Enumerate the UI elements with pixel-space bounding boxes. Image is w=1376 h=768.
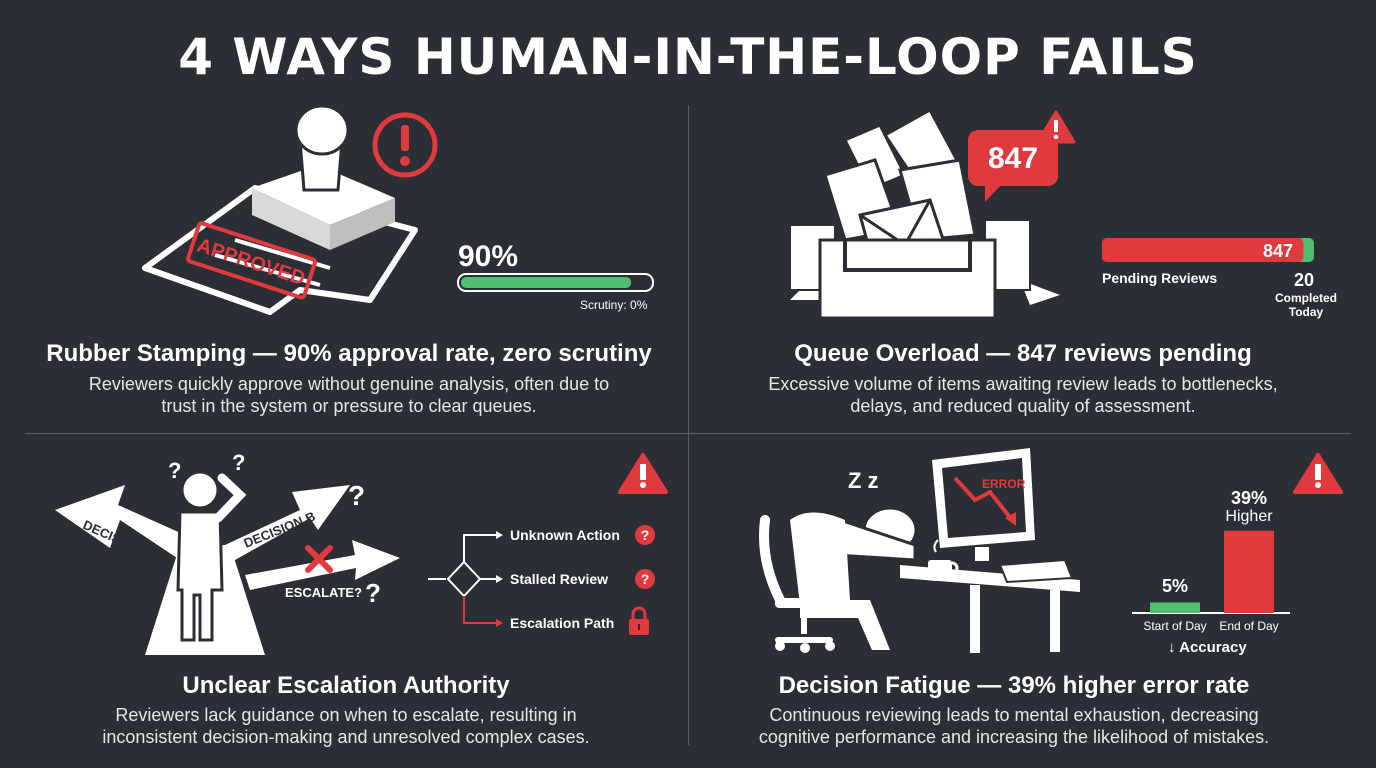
pending-bar-fill <box>1102 238 1304 262</box>
chart-bar-end-of-day <box>1224 530 1274 613</box>
escalate-label: ESCALATE? <box>285 585 362 600</box>
error-rate-chart <box>1132 530 1290 614</box>
crossroads-icon <box>55 485 400 655</box>
escalation-illustration: ? ? ? ? DECISION A DECISION B ESCALATE? … <box>55 450 668 655</box>
inbox-tray-icon <box>818 238 997 320</box>
accuracy-label: ↓ Accuracy <box>1168 639 1247 656</box>
warning-triangle-icon <box>1036 110 1076 144</box>
red-x-icon <box>305 545 333 573</box>
chart-sub-label: Higher <box>1225 508 1273 525</box>
pending-reviews-label: Pending Reviews <box>1102 270 1218 286</box>
chart-value-label-end: 39% <box>1230 488 1268 508</box>
approval-percent: 90% <box>458 240 519 273</box>
tired-person-icon <box>790 506 918 650</box>
warning-triangle-icon <box>618 453 668 494</box>
approval-progress-fill <box>461 277 632 288</box>
queue-overload-description: Excessive volume of items awaiting revie… <box>768 374 1278 416</box>
question-mark-icon: ? <box>365 578 381 608</box>
vertical-divider <box>688 105 689 745</box>
chart-category-label: Start of Day <box>1143 619 1207 633</box>
page-title: 4 WAYS HUMAN-IN-THE-LOOP FAILS <box>178 28 1198 86</box>
warning-triangle-icon <box>1293 453 1343 494</box>
coffee-cup-icon <box>922 539 959 581</box>
rubber-stamp-illustration: APPROVED <box>142 104 654 315</box>
approval-progress-bar <box>457 273 654 292</box>
question-circle-icon: ? <box>635 525 655 545</box>
svg-text:?: ? <box>641 571 650 587</box>
pending-badge-count: 847 <box>988 142 1038 175</box>
queue-overload-heading: Queue Overload — 847 reviews pending <box>794 340 1252 367</box>
lock-icon <box>629 606 649 635</box>
question-mark-icon: ? <box>232 450 245 475</box>
alert-circle-icon <box>372 112 438 178</box>
pending-badge: 847 <box>968 130 1058 202</box>
desk-icon <box>900 558 1080 653</box>
flow-item-label: Escalation Path <box>510 615 615 631</box>
pending-bar-value: 847 <box>1263 241 1293 261</box>
question-circle-icon: ? <box>635 569 655 589</box>
question-mark-icon: ? <box>168 458 181 483</box>
scrutiny-label: Scrutiny: 0% <box>580 298 648 312</box>
horizontal-divider <box>25 433 1351 434</box>
stamp-icon <box>252 104 395 250</box>
rubber-stamping-description: Reviewers quickly approve without genuin… <box>88 374 610 416</box>
chart-value-label-start: 5% <box>1161 576 1188 596</box>
chart-bar-start-of-day <box>1150 602 1200 613</box>
flow-item-label: Unknown Action <box>510 527 620 543</box>
monitor-icon: ERROR <box>932 448 1035 561</box>
question-mark-icon: ? <box>348 480 365 511</box>
escalation-description: Reviewers lack guidance on when to escal… <box>102 705 590 747</box>
completed-value: 20 <box>1294 270 1315 290</box>
chart-category-label: End of Day <box>1219 619 1279 633</box>
escalation-heading: Unclear Escalation Authority <box>182 672 510 699</box>
flow-item-label: Stalled Review <box>510 571 609 587</box>
sleep-zz-icon: Z z <box>848 468 879 493</box>
office-chair-icon <box>759 515 835 653</box>
decision-fatigue-description: Continuous reviewing leads to mental exh… <box>758 705 1270 747</box>
queue-overload-illustration: 847 847 <box>789 107 1314 320</box>
error-text: ERROR <box>982 477 1026 491</box>
confused-person-icon <box>176 470 247 642</box>
svg-text:?: ? <box>641 527 650 543</box>
decision-flow-diagram <box>428 531 503 627</box>
decision-fatigue-heading: Decision Fatigue — 39% higher error rate <box>778 672 1250 699</box>
rubber-stamping-heading: Rubber Stamping — 90% approval rate, zer… <box>46 340 652 367</box>
